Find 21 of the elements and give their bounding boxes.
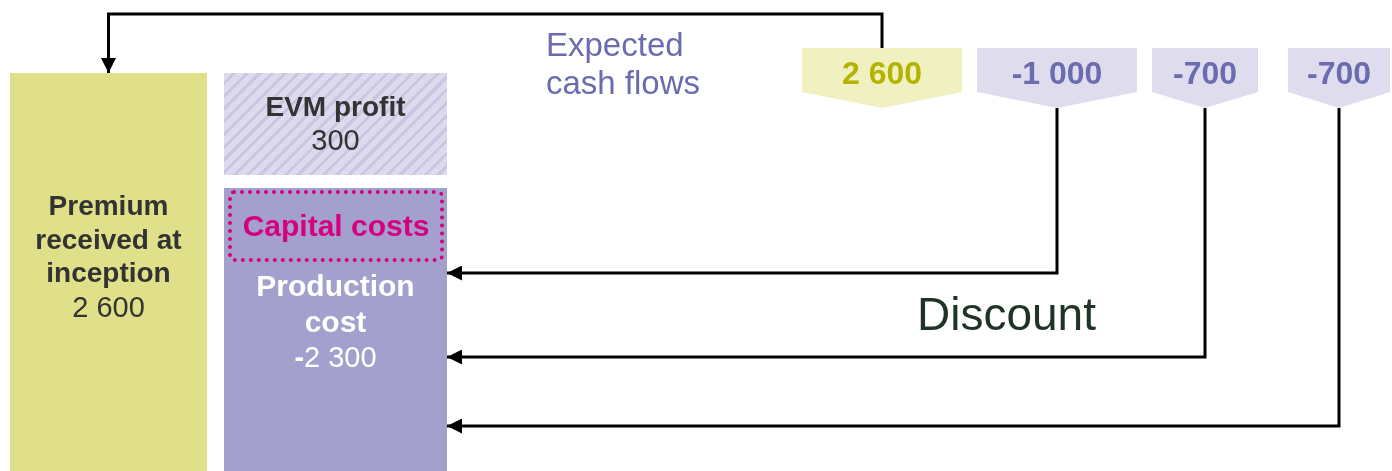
premium-label: Premium received at inception [34,189,183,290]
cost-label: Production cost [255,268,416,340]
profit-label: EVM profit [265,89,406,124]
cash-flows-label: Expected cash flows [546,26,702,102]
premium-box [10,73,207,471]
profit-box [224,73,447,175]
discount-label: Discount [917,288,1096,341]
profit-value: 300 [311,123,360,159]
cash-flow-value: -700 [1172,54,1237,93]
capital-costs-label: Capital costs [242,208,430,244]
cash-flow-value: 2 600 [841,54,923,93]
capital-costs-box [228,190,444,262]
arrow [447,108,1341,434]
arrow [101,12,884,73]
premium-value: 2 600 [72,290,145,325]
cash-flow-value: -700 [1306,54,1371,93]
arrow [447,108,1059,281]
arrow [447,108,1207,365]
cost-box [224,188,447,471]
cost-value: -2 300 [294,340,377,375]
cash-flow-value: -1 000 [1011,54,1103,93]
